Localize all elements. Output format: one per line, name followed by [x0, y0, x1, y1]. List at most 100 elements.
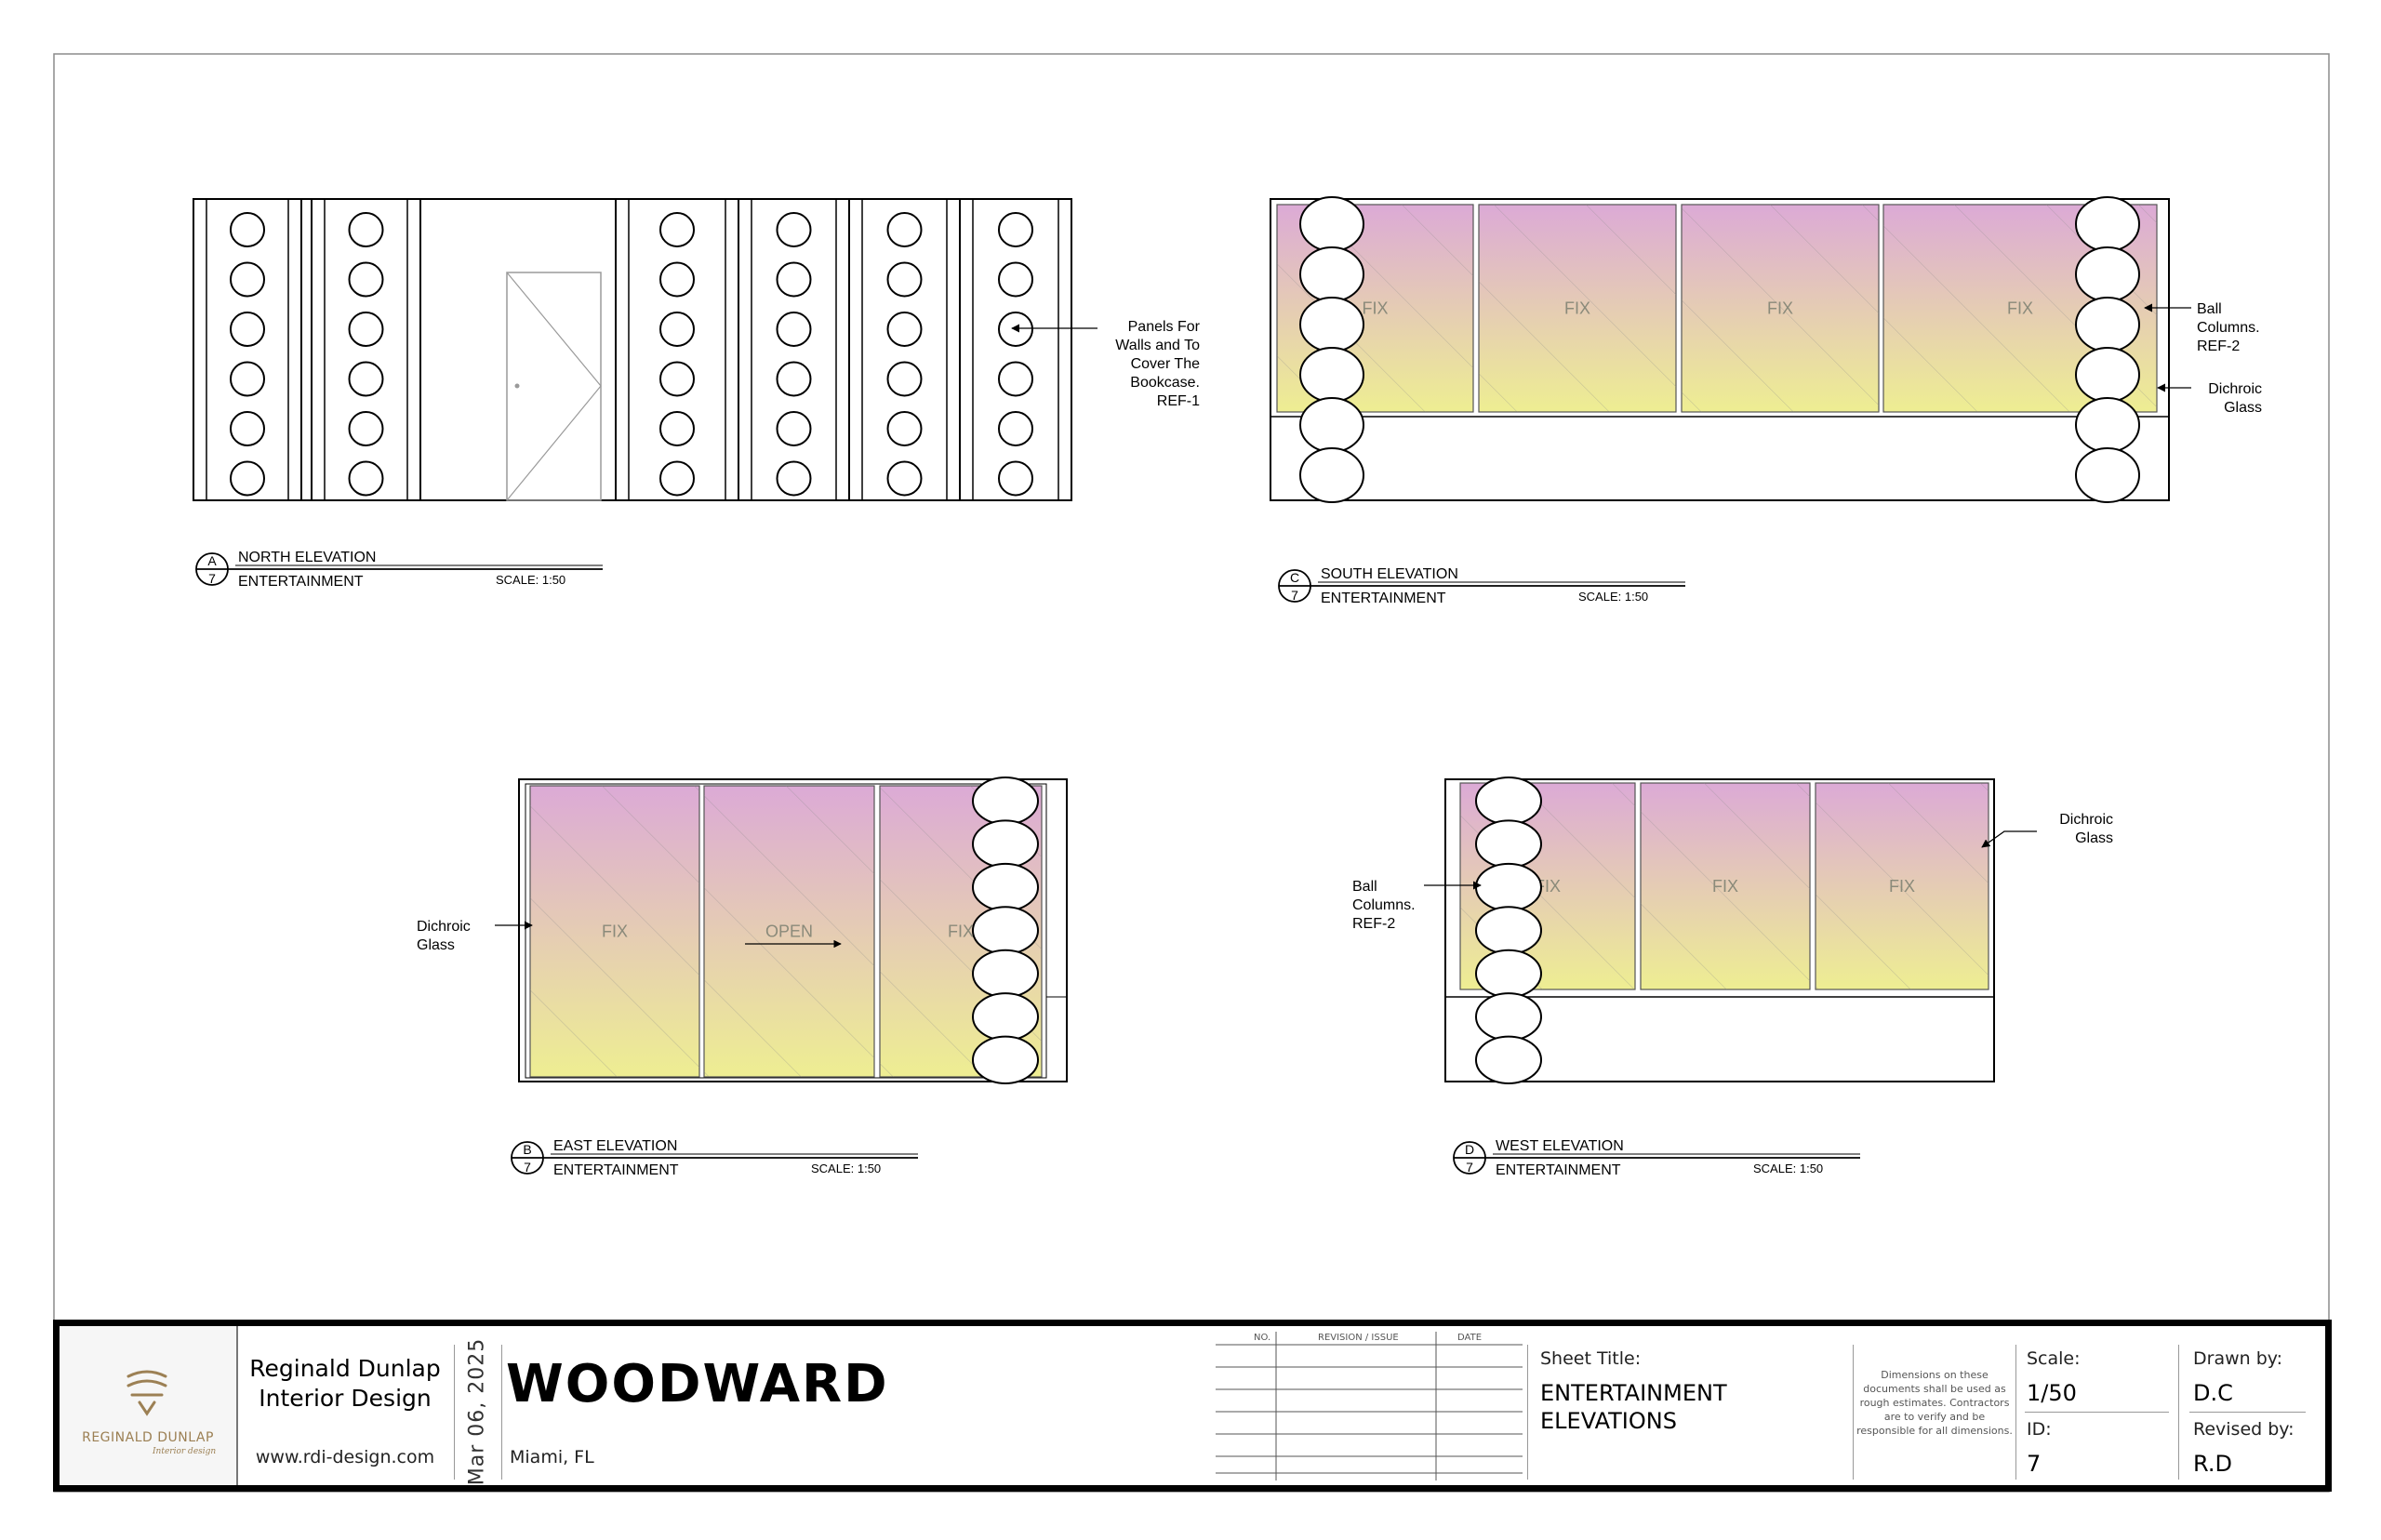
panel-circle [776, 212, 812, 247]
panel-circle [776, 411, 812, 446]
wall-panel [959, 198, 1072, 501]
north-wall-panels [193, 198, 1072, 501]
tag-letter: D [1465, 1142, 1474, 1157]
south-ball-columns [1299, 196, 2140, 503]
firm-name-line2: Interior Design [259, 1385, 432, 1412]
firm-name-line1: Reginald Dunlap [249, 1355, 441, 1382]
disclaimer-divider [1853, 1345, 1854, 1480]
tag-scale: SCALE: 1:50 [811, 1162, 881, 1175]
tag-sheet: 7 [208, 571, 216, 586]
note-line: REF-1 [1157, 393, 1200, 409]
panel-circle [659, 212, 695, 247]
ball [1299, 397, 1364, 453]
ball [2075, 246, 2140, 302]
ball [1299, 447, 1364, 503]
panel-circle [230, 312, 265, 347]
drawn-divider [2178, 1345, 2179, 1480]
note-line: REF-2 [1352, 916, 1395, 932]
panel-label: FIX [1712, 877, 1738, 896]
tag-subtitle: ENTERTAINMENT [1321, 591, 1446, 606]
tag-title: SOUTH ELEVATION [1321, 566, 1458, 582]
glass-hatch [1479, 205, 1676, 412]
note-line: Columns. [1352, 897, 1416, 913]
logo-cell: REGINALD DUNLAP Interior design [60, 1326, 238, 1485]
revised-by-value: R.D [2193, 1451, 2232, 1477]
scale-value: 1/50 [2027, 1380, 2077, 1406]
logo-text: REGINALD DUNLAP [82, 1430, 214, 1445]
drawn-by-label: Drawn by: [2193, 1348, 2283, 1369]
tag-subtitle: ENTERTAINMENT [1496, 1162, 1621, 1178]
ball [972, 992, 1039, 1042]
ball [2075, 447, 2140, 503]
glass-hatch [1682, 205, 1879, 412]
panel-label: FIX [948, 923, 974, 941]
revision-header-issue: REVISION / ISSUE [1318, 1333, 1399, 1343]
disclaimer-divider-2 [2015, 1345, 2016, 1480]
ball [1475, 1035, 1542, 1085]
id-label: ID: [2027, 1419, 2052, 1440]
tag-title: NORTH ELEVATION [238, 550, 376, 565]
note-line: Dichroic [417, 919, 471, 935]
ball [972, 949, 1039, 999]
panel-circle [886, 411, 923, 446]
west-elevation-title-tag: D 7 WEST ELEVATION ENTERTAINMENT SCALE: 1:50 [1453, 1138, 1860, 1178]
tag-subtitle: ENTERTAINMENT [238, 574, 364, 590]
panel-circle [998, 411, 1033, 446]
note-line: Panels For [1128, 319, 1201, 335]
note-line: Walls and To [1115, 338, 1200, 353]
sheet-title-line1: ENTERTAINMENT [1540, 1380, 1727, 1406]
glass-hatch [704, 786, 874, 1077]
panel-circle [886, 312, 923, 347]
tag-scale: SCALE: 1:50 [1753, 1162, 1823, 1175]
east-glass-panels: FIX OPEN FIX [529, 785, 1043, 1078]
note-line: REF-2 [2197, 339, 2240, 354]
tag-sheet: 7 [1291, 588, 1298, 603]
wall-panel [738, 198, 850, 501]
ball [1299, 246, 1364, 302]
ball [972, 819, 1039, 869]
panel-label: FIX [1564, 299, 1590, 318]
panel-label: FIX [602, 923, 628, 941]
title-block: REGINALD DUNLAP Interior design Reginald… [53, 1320, 2332, 1492]
ball [2075, 397, 2140, 453]
note-line: Ball [1352, 879, 1377, 895]
panel-circle [659, 261, 695, 298]
panel-circle [886, 460, 923, 497]
panel-circle [659, 460, 695, 497]
disclaimer-line5: responsible for all dimensions. [1856, 1425, 2013, 1437]
firm-website[interactable]: www.rdi-design.com [255, 1447, 435, 1467]
tag-sheet: 7 [1466, 1160, 1473, 1175]
panel-circle [998, 212, 1033, 247]
panel-circle [998, 361, 1033, 397]
drawn-underline [2189, 1412, 2306, 1413]
glass-hatch [1816, 783, 1989, 989]
date-cell: Mar 06, 2025 [454, 1338, 502, 1485]
east-ball-column [972, 777, 1039, 1085]
tag-title: EAST ELEVATION [553, 1138, 677, 1154]
tag-title: WEST ELEVATION [1496, 1138, 1624, 1154]
note-line: Glass [417, 937, 455, 953]
wall-panel [311, 198, 421, 501]
drawn-by-value: D.C [2193, 1380, 2233, 1406]
panel-circle [230, 212, 265, 247]
panel-circle [348, 312, 384, 347]
ball [972, 1035, 1039, 1085]
ball [2075, 196, 2140, 252]
ball [972, 777, 1039, 826]
logo-script: Interior design [153, 1447, 217, 1456]
note-line: Glass [2224, 400, 2262, 416]
tag-letter: B [523, 1142, 531, 1157]
revision-table [1216, 1332, 1523, 1480]
tag-scale: SCALE: 1:50 [1578, 590, 1648, 604]
west-ball-column [1475, 777, 1542, 1085]
panel-label: OPEN [765, 923, 813, 941]
ball [1475, 949, 1542, 999]
panel-circle [230, 261, 265, 298]
panel-label: FIX [1889, 877, 1915, 896]
